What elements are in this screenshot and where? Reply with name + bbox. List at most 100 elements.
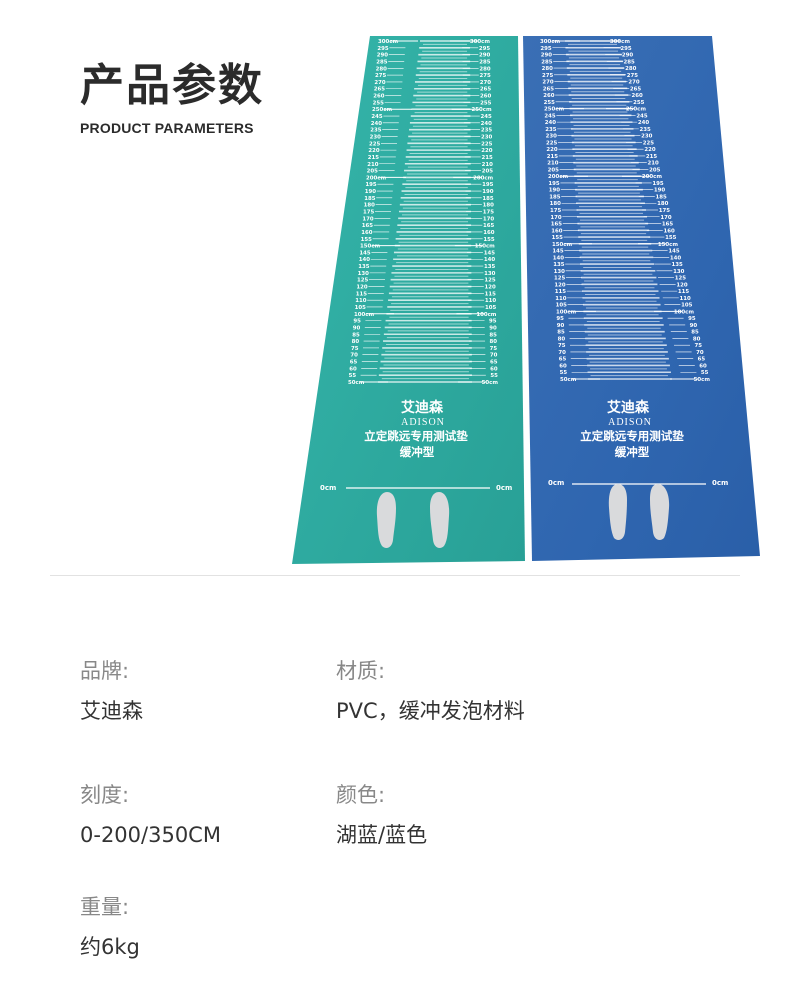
- mat-blue-tick-label: 265: [543, 86, 555, 92]
- mat-blue-product-name: 立定跳远专用测试垫: [580, 429, 684, 443]
- mat-teal-tick-label: 140: [484, 257, 496, 263]
- mat-teal-tick-label: 90: [489, 325, 497, 331]
- mat-teal-tick-label: 150cm: [360, 244, 380, 250]
- spec-weight-value: 约6kg: [80, 935, 140, 959]
- mat-blue-tick-label: 300cm: [540, 39, 560, 45]
- mat-teal-tick-label: 230: [370, 134, 382, 140]
- mat-teal-tick-label: 195: [482, 182, 494, 188]
- mat-blue-tick-label: 115: [678, 289, 690, 295]
- mat-blue-tick-label: 190: [654, 188, 666, 194]
- mat-blue-tick-label: 230: [641, 134, 653, 140]
- mat-blue-tick-label: 170: [550, 215, 562, 221]
- mat-blue-tick-label: 80: [693, 336, 701, 342]
- mat-blue-tick-label: 90: [690, 323, 698, 329]
- mat-blue-tick-label: 265: [630, 86, 642, 92]
- mat-teal-tick-label: 60: [490, 366, 498, 372]
- spec-brand: 品牌: 艾迪森: [80, 657, 143, 725]
- mat-teal-tick-label: 170: [483, 216, 495, 222]
- mat-teal-tick-label: 165: [362, 223, 374, 229]
- footprint-left-icon: [376, 492, 396, 548]
- mat-blue-tick-label: 185: [549, 194, 561, 200]
- mat-blue-tick-label: 200cm: [548, 174, 568, 180]
- mat-teal-tick-label: 105: [355, 305, 367, 311]
- mat-blue-tick-label: 145: [552, 249, 564, 255]
- mat-teal-tick-label: 105: [485, 305, 497, 311]
- mat-blue-tick-label: 105: [556, 303, 568, 309]
- mat-blue-tick-label: 180: [657, 201, 669, 207]
- mat-blue-tick-label: 135: [553, 262, 565, 268]
- mat-teal-product-name: 立定跳远专用测试垫: [364, 429, 468, 443]
- mat-blue-tick-label: 60: [559, 363, 567, 369]
- mat-teal-tick-label: 240: [481, 121, 493, 127]
- divider: [50, 575, 740, 576]
- mat-teal-tick-label: 275: [375, 73, 387, 79]
- mat-teal-tick-label: 170: [362, 216, 374, 222]
- mat-blue-tick-label: 220: [644, 147, 656, 153]
- mat-teal-tick-label: 210: [367, 162, 379, 168]
- mat-teal-tick-label: 290: [377, 53, 389, 59]
- mat-blue-tick-label: 70: [696, 350, 704, 356]
- mat-blue-tick-label: 270: [542, 80, 554, 86]
- mat-teal-tick-label: 200cm: [366, 175, 386, 181]
- mat-teal-tick-label: 95: [489, 319, 497, 325]
- mat-teal-tick-label: 240: [371, 121, 383, 127]
- mat-blue-tick-label: 130: [673, 269, 685, 275]
- mat-teal-tick-label: 165: [483, 223, 495, 229]
- mat-teal-tick-label: 205: [482, 169, 494, 175]
- mat-blue-tick-label: 70: [558, 350, 566, 356]
- spec-material-label: 材质:: [336, 659, 386, 683]
- mat-blue-tick-label: 285: [624, 59, 636, 65]
- mat-blue-tick-label: 215: [547, 154, 559, 160]
- mat-blue-tick-label: 100cm: [674, 309, 694, 315]
- mat-blue-tick-label: 150cm: [552, 242, 572, 248]
- mat-blue-tick-label: 145: [668, 249, 680, 255]
- mat-blue-tick-label: 220: [546, 147, 558, 153]
- mat-teal-tick-label: 65: [490, 360, 498, 366]
- mat-blue-brand-en: ADISON: [608, 417, 652, 428]
- mat-teal-tick-label: 255: [480, 100, 492, 106]
- mat-teal-tick-label: 265: [480, 87, 492, 93]
- mat-teal-tick-label: 55: [349, 373, 357, 379]
- mat-blue-tick-label: 300cm: [610, 39, 630, 45]
- mat-teal-tick-label: 160: [483, 230, 495, 236]
- mat-teal-tick-label: 215: [368, 155, 380, 161]
- mat-blue-tick-label: 100cm: [556, 309, 576, 315]
- mat-blue-tick-label: 280: [625, 66, 637, 72]
- mat-teal-tick-label: 280: [376, 66, 388, 72]
- spec-color-label: 颜色:: [336, 783, 386, 807]
- mat-teal-tick-label: 140: [359, 257, 371, 263]
- mat-teal-tick-label: 115: [485, 291, 497, 297]
- mat-blue-tick-label: 50cm: [560, 377, 577, 383]
- mat-teal-jump-zone: [378, 40, 472, 383]
- mat-blue-tick-label: 175: [659, 208, 671, 214]
- mat-teal-brand-cn: 艾迪森: [401, 399, 444, 416]
- mat-blue-tick-label: 250cm: [544, 107, 564, 113]
- mat-blue-tick-label: 75: [558, 343, 566, 349]
- mat-teal-tick-label: 230: [481, 134, 493, 140]
- mat-teal-tick-label: 50cm: [348, 380, 365, 386]
- mat-teal-tick-label: 215: [481, 155, 493, 161]
- mat-blue-tick-label: 55: [560, 370, 568, 376]
- mat-teal-tick-label: 300cm: [378, 39, 398, 45]
- mat-teal-tick-label: 95: [353, 319, 361, 325]
- mat-teal-tick-label: 75: [490, 346, 498, 352]
- mat-blue-zero-left: 0cm: [548, 479, 564, 487]
- mat-teal-tick-label: 75: [351, 346, 359, 352]
- mat-blue-tick-label: 240: [545, 120, 557, 126]
- mat-teal-tick-label: 55: [490, 373, 498, 379]
- mat-blue-tick-label: 115: [555, 289, 567, 295]
- mat-teal-tick-label: 220: [481, 148, 493, 154]
- mat-teal-tick-label: 185: [364, 196, 376, 202]
- mat-teal-tick-label: 135: [358, 264, 370, 270]
- spec-brand-value: 艾迪森: [80, 699, 143, 723]
- mat-blue-tick-label: 75: [694, 343, 702, 349]
- mat-blue-tick-label: 260: [543, 93, 555, 99]
- mat-teal-tick-label: 245: [371, 114, 383, 120]
- mat-blue-tick-label: 225: [546, 140, 558, 146]
- mat-blue-tick-label: 55: [701, 370, 709, 376]
- mat-teal-tick-label: 80: [490, 339, 498, 345]
- mat-teal-tick-label: 180: [483, 203, 495, 209]
- mat-teal-zero-right: 0cm: [496, 484, 512, 492]
